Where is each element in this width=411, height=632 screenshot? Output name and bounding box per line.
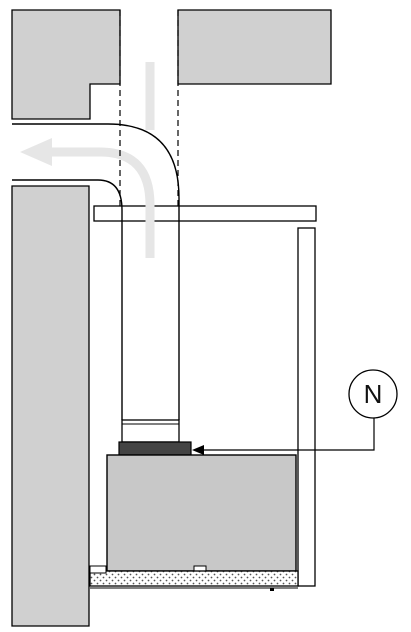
wall-opening-dashed-lines [119,10,179,206]
hood-unit-body [106,454,297,572]
cabinet-side-panel [297,227,316,587]
wall-top-right [177,9,332,85]
shelf-board [93,205,317,222]
filter-base-strip [89,570,299,587]
wall-left [11,185,90,627]
callout-label: N [364,379,383,409]
base-left-bracket [89,565,107,574]
airflow-arrow-icon [20,62,155,258]
unit-latch [193,565,207,572]
collar-part-n [118,441,192,456]
exhaust-duct [12,123,180,420]
duct-adapter-ring [121,419,180,443]
callout-circle-icon: N [348,369,398,419]
callout-leader [192,418,375,455]
wall-top-left [11,9,121,120]
